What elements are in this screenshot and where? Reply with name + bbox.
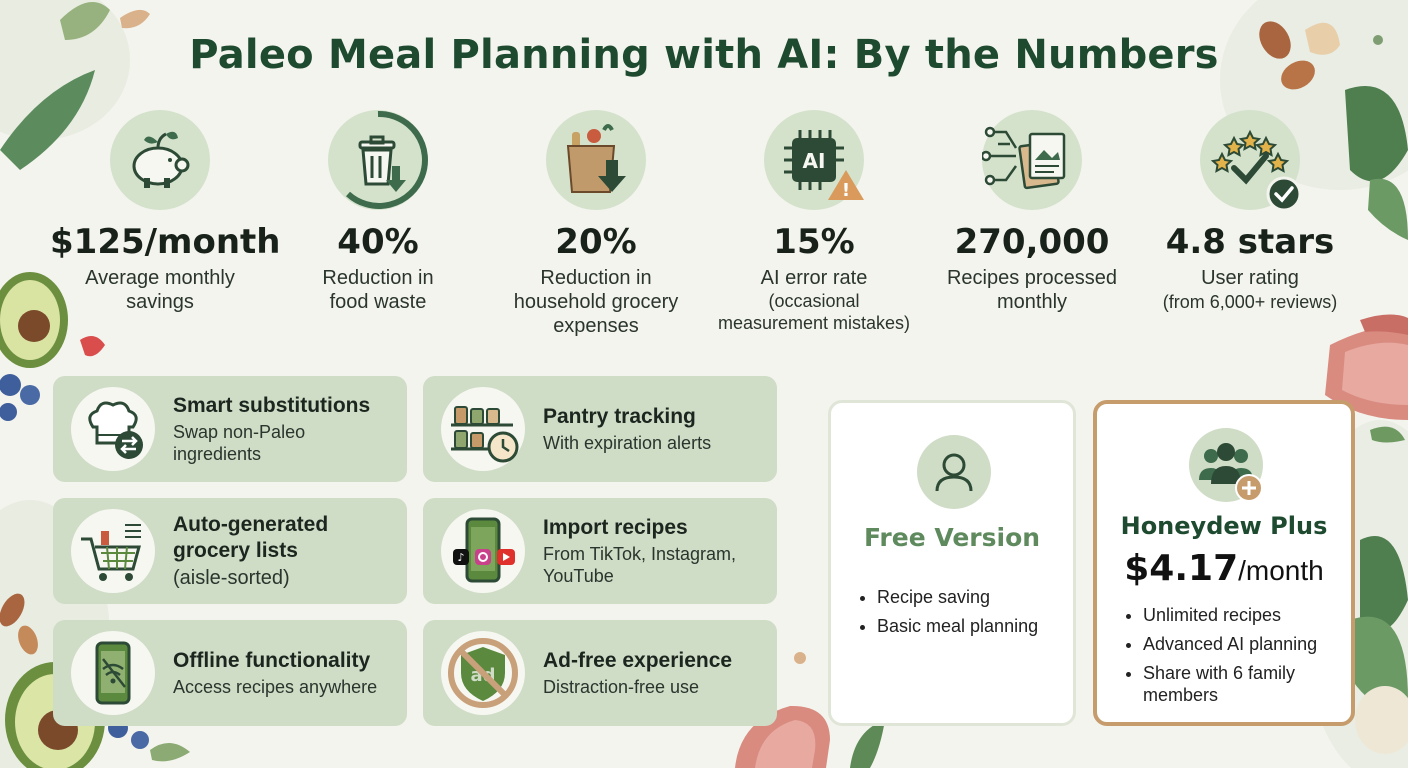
stat-recipes-processed: 270,000 Recipes processed monthly — [922, 110, 1142, 314]
plan-name: Honeydew Plus — [1120, 512, 1328, 540]
page-title: Paleo Meal Planning with AI: By the Numb… — [189, 32, 1219, 78]
svg-text:AI: AI — [803, 149, 826, 173]
plan-name: Free Version — [863, 523, 1041, 552]
feature-title: Pantry tracking — [543, 405, 696, 428]
feature-title: Smart substitutions — [173, 394, 371, 417]
stat-value: 40% — [337, 222, 419, 262]
pantry-shelf-clock-icon — [441, 387, 525, 471]
stat-label: Reduction in food waste — [322, 267, 434, 313]
plan-feature: Advanced AI planning — [1143, 633, 1363, 655]
price-period: /month — [1238, 555, 1324, 586]
feature-description: Swap non-Paleo ingredients — [173, 422, 306, 464]
stat-label: Average monthly savings — [85, 267, 235, 313]
stat-label: AI error rate (occasional measurement mi… — [717, 267, 911, 333]
stat-label: User rating (from 6,000+ reviews) — [1162, 267, 1338, 312]
feature-title: Import recipes — [543, 516, 688, 539]
plan-feature-list: Recipe saving Basic meal planning — [853, 586, 1087, 644]
feature-offline: Offline functionality Access recipes any… — [53, 620, 407, 726]
plan-card-free[interactable]: Free Version Recipe saving Basic meal pl… — [828, 400, 1076, 726]
stat-value: $125/month — [50, 222, 281, 262]
feature-smart-substitutions: Smart substitutions Swap non-Paleo ingre… — [53, 376, 407, 482]
trash-can-icon — [328, 110, 428, 210]
user-icon — [917, 435, 991, 509]
feature-pantry-tracking: Pantry tracking With expiration alerts — [423, 376, 777, 482]
family-plus-icon — [1189, 428, 1263, 502]
feature-description: From TikTok, Instagram, YouTube — [543, 544, 737, 586]
stat-monthly-savings: $125/month Average monthly savings — [50, 110, 281, 314]
plan-feature: Basic meal planning — [877, 615, 1087, 637]
phone-offline-icon — [71, 631, 155, 715]
stat-value: 15% — [773, 222, 855, 262]
ad-block-icon: ad — [441, 631, 525, 715]
feature-description: With expiration alerts — [543, 433, 712, 453]
stat-user-rating: 4.8 stars User rating (from 6,000+ revie… — [1140, 110, 1360, 314]
plan-card-plus[interactable]: Honeydew Plus $4.17/month Unlimited reci… — [1093, 400, 1355, 726]
plan-price: $4.17/month — [1097, 548, 1351, 589]
plan-feature: Recipe saving — [877, 586, 1087, 608]
stat-ai-error-rate: AI ! 15% AI error rate (occasional measu… — [704, 110, 924, 334]
stat-value: 270,000 — [954, 222, 1110, 262]
stat-food-waste: 40% Reduction in food waste — [268, 110, 488, 314]
price-amount: $4.17 — [1124, 548, 1239, 589]
phone-social-icon: ♪ — [441, 509, 525, 593]
feature-ad-free: ad Ad-free experience Distraction-free u… — [423, 620, 777, 726]
shopping-cart-list-icon — [71, 509, 155, 593]
feature-description: Distraction-free use — [543, 677, 700, 697]
chef-hat-swap-icon — [71, 387, 155, 471]
stat-value: 20% — [555, 222, 637, 262]
feature-title: Offline functionality — [173, 649, 371, 672]
feature-grocery-lists: Auto-generated grocery lists (aisle-sort… — [53, 498, 407, 604]
plan-feature: Unlimited recipes — [1143, 604, 1363, 626]
svg-text:♪: ♪ — [457, 551, 464, 564]
plan-feature-list: Unlimited recipes Advanced AI planning S… — [1119, 604, 1363, 713]
recipe-network-icon — [982, 110, 1082, 210]
feature-title: Ad-free experience — [543, 649, 733, 672]
stat-value: 4.8 stars — [1165, 222, 1335, 262]
feature-import-recipes: ♪ Import recipes From TikTok, Instagram,… — [423, 498, 777, 604]
stat-grocery-expenses: 20% Reduction in household grocery expen… — [486, 110, 706, 338]
grocery-bag-icon — [546, 110, 646, 210]
piggy-bank-icon — [110, 110, 210, 210]
stars-check-icon — [1200, 110, 1300, 210]
ai-chip-warning-icon: AI ! — [764, 110, 864, 210]
feature-description: Access recipes anywhere — [173, 677, 378, 697]
feature-title: Auto-generated grocery lists — [173, 513, 329, 562]
feature-description: (aisle-sorted) — [173, 567, 290, 589]
stat-label: Recipes processed monthly — [946, 267, 1118, 313]
stat-label: Reduction in household grocery expenses — [513, 267, 679, 337]
svg-text:!: ! — [842, 180, 850, 201]
